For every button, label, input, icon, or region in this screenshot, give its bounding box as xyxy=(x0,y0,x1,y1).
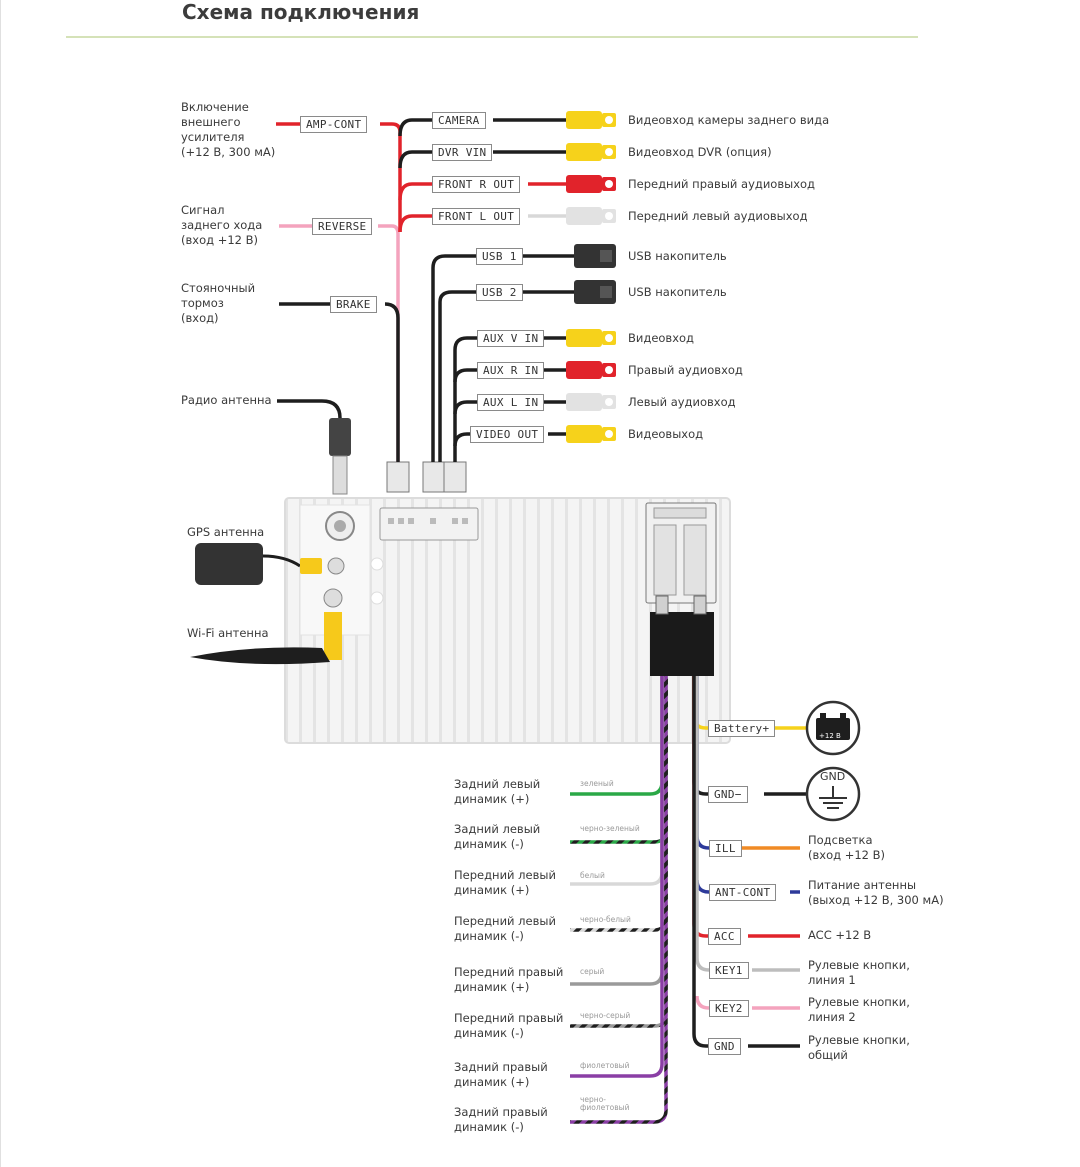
tag-camera: CAMERA xyxy=(432,112,486,129)
desc-video-out: Видеовыход xyxy=(628,427,704,441)
battery-badge: +12 В xyxy=(819,732,841,740)
speaker-fl-plus: Передний левый динамик (+) xyxy=(454,868,556,897)
tag-acc: ACC xyxy=(708,928,741,945)
tag-ill: ILL xyxy=(709,840,742,857)
wifi-antenna-socket xyxy=(323,588,343,608)
desc-usb1: USB накопитель xyxy=(628,249,727,263)
radio-antenna-plug xyxy=(329,418,351,456)
tag-aux-v-in: AUX V IN xyxy=(477,330,545,347)
tag-ant-cont: ANT-CONT xyxy=(709,884,777,901)
tag-video-out: VIDEO OUT xyxy=(470,426,545,443)
tag-gnd-minus: GND− xyxy=(708,786,748,803)
wire-color-purple: фиолетовый xyxy=(580,1061,630,1070)
desc-ill: Подсветка (вход +12 В) xyxy=(808,833,886,862)
power-connector-right xyxy=(682,612,714,676)
tag-front-l-out: FRONT L OUT xyxy=(432,208,521,225)
usb-plugs xyxy=(574,244,616,304)
tag-usb1: USB 1 xyxy=(476,248,523,265)
tag-front-r-out: FRONT R OUT xyxy=(432,176,521,193)
desc-key1: Рулевые кнопки, линия 1 xyxy=(808,958,910,987)
tag-gnd: GND xyxy=(708,1038,741,1055)
brake-label: Стояночный тормоз (вход) xyxy=(181,281,256,325)
wire-color-gray: серый xyxy=(580,967,605,976)
power-wires xyxy=(692,676,808,1048)
av-connectors xyxy=(386,461,467,493)
tag-key1: KEY1 xyxy=(709,962,749,979)
speaker-fl-minus: Передний левый динамик (-) xyxy=(454,914,556,943)
amp-label: Включение внешнего усилителя (+12 В, 300… xyxy=(181,100,276,159)
desc-aux-r: Правый аудиовход xyxy=(628,363,743,377)
wire-color-black-gray: черно-серый xyxy=(580,1011,631,1020)
wire-color-black-green: черно-зеленый xyxy=(580,824,640,833)
desc-key-gnd: Рулевые кнопки, общий xyxy=(808,1033,910,1062)
battery-icon xyxy=(805,700,861,756)
wire-color-green: зеленый xyxy=(580,779,614,788)
tag-key2: KEY2 xyxy=(709,1000,749,1017)
speaker-rl-plus: Задний левый динамик (+) xyxy=(454,777,541,806)
desc-front-l: Передний левый аудиовыход xyxy=(628,209,808,223)
power-connector-left xyxy=(650,612,682,676)
desc-camera: Видеовход камеры заднего вида xyxy=(628,113,830,127)
desc-ant: Питание антенны (выход +12 В, 300 мА) xyxy=(808,878,944,907)
speaker-rr-minus: Задний правый динамик (-) xyxy=(454,1105,548,1134)
speaker-fr-plus: Передний правый динамик (+) xyxy=(454,965,564,994)
desc-dvr: Видеовход DVR (опция) xyxy=(628,145,772,159)
reverse-label: Сигнал заднего хода (вход +12 В) xyxy=(181,203,263,247)
wifi-antenna-label: Wi-Fi антенна xyxy=(187,626,269,640)
tag-dvr-vin: DVR VIN xyxy=(432,144,493,161)
tag-brake: BRAKE xyxy=(330,296,377,313)
rca-plugs xyxy=(566,111,616,443)
desc-key2: Рулевые кнопки, линия 2 xyxy=(808,995,910,1024)
speaker-rl-minus: Задний левый динамик (-) xyxy=(454,822,541,851)
gnd-symbol-text: GND xyxy=(820,770,846,783)
tag-battery: Battery+ xyxy=(708,720,776,737)
tag-aux-l-in: AUX L IN xyxy=(477,394,545,411)
desc-usb2: USB накопитель xyxy=(628,285,727,299)
tag-amp-cont: AMP-CONT xyxy=(300,116,368,133)
speaker-fr-minus: Передний правый динамик (-) xyxy=(454,1011,564,1040)
desc-acc: ACC +12 В xyxy=(808,928,872,942)
ground-icon xyxy=(805,766,861,822)
desc-aux-l: Левый аудиовход xyxy=(628,395,736,409)
wire-color-black-white: черно-белый xyxy=(580,915,631,924)
desc-front-r: Передний правый аудиовыход xyxy=(628,177,815,191)
radio-antenna-label: Радио антенна xyxy=(181,393,272,407)
wire-color-white: белый xyxy=(580,871,605,880)
tag-usb2: USB 2 xyxy=(476,284,523,301)
speaker-rr-plus: Задний правый динамик (+) xyxy=(454,1060,548,1089)
gps-antenna-box xyxy=(195,543,263,585)
desc-aux-v: Видеовход xyxy=(628,331,694,345)
wire-color-black-purple: черно- фиолетовый xyxy=(580,1095,630,1112)
page-title: Схема подключения xyxy=(182,0,420,24)
gps-antenna-label: GPS антенна xyxy=(187,525,265,539)
tag-aux-r-in: AUX R IN xyxy=(477,362,545,379)
wifi-antenna xyxy=(190,647,330,665)
speaker-wires xyxy=(570,676,668,1124)
tag-reverse: REVERSE xyxy=(312,218,373,235)
